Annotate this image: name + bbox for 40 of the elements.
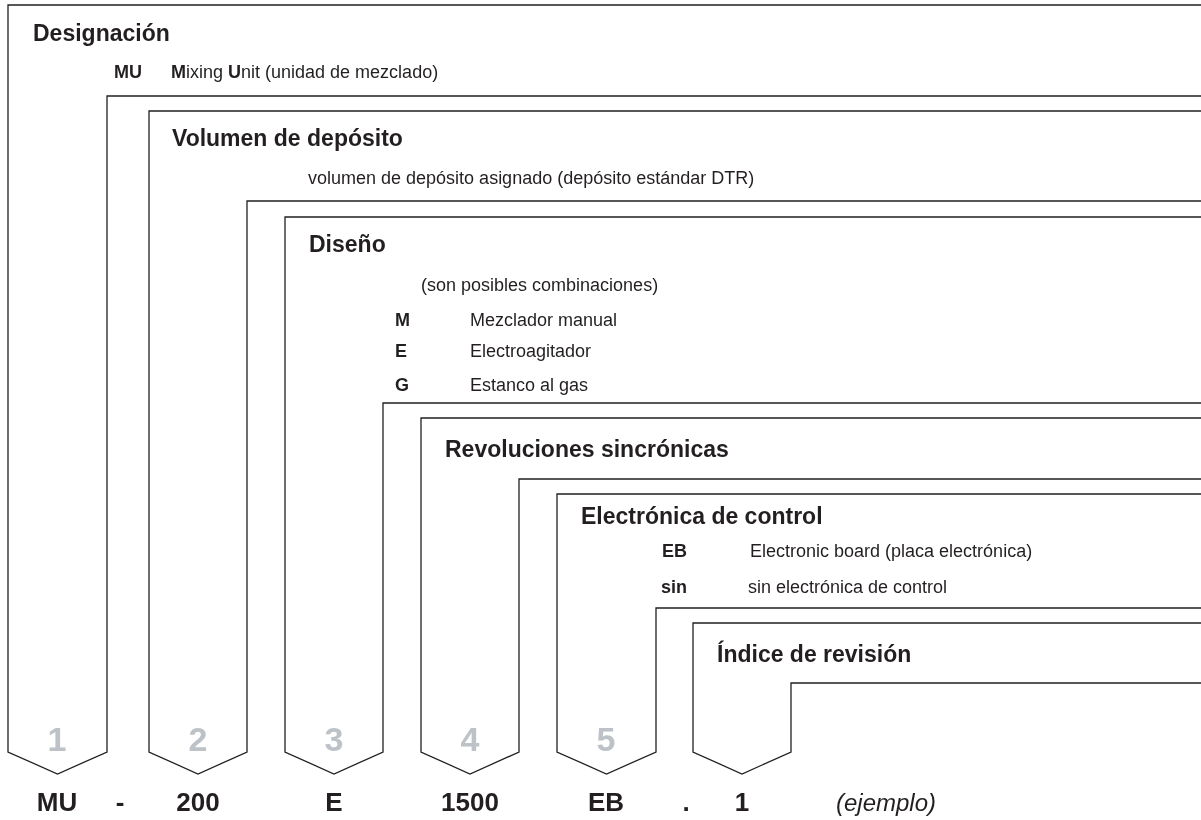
type-code-part: E [325,788,343,818]
position-number: 5 [596,720,616,760]
type-code-part: 1500 [441,788,499,818]
position-number: 1 [47,720,67,760]
description-text: (son posibles combinaciones) [421,274,659,296]
description-text: Mixing Unit (unidad de mezclado) [171,61,439,83]
type-code-part: EB [587,788,625,818]
section-heading: Electrónica de control [581,502,823,530]
description-text: Estanco al gas [470,374,589,396]
type-code-part: 1 [734,788,750,818]
bracket-frame [8,5,1201,775]
bracket-frame [557,494,1201,775]
type-code-part: 200 [176,788,220,818]
section-heading: Diseño [309,230,386,258]
position-number: 4 [460,720,480,760]
bracket-frame [421,418,1201,775]
section-heading: Designación [33,19,170,47]
description-text: Electronic board (placa electrónica) [750,540,1033,562]
code-letter: E [395,340,407,362]
section-heading: Volumen de depósito [172,124,403,152]
position-number: 2 [188,720,208,760]
code-letter: M [395,309,410,331]
type-code-part: - [115,788,125,818]
type-code-part: . [682,788,690,818]
bracket-frame [285,217,1201,775]
bracket-frame [693,623,1201,775]
code-letter: EB [662,540,687,562]
example-note: (ejemplo) [836,789,937,817]
description-text: sin electrónica de control [748,576,948,598]
section-heading: Revoluciones sincrónicas [445,435,729,463]
description-text: Electroagitador [470,340,592,362]
type-code-part: MU [36,788,78,818]
description-text: volumen de depósito asignado (depósito estándar DTR) [308,167,755,189]
code-letter: sin [661,576,687,598]
bracket-frame [149,111,1201,775]
section-heading: Índice de revisión [717,640,912,668]
code-letter: G [395,374,409,396]
position-number: 3 [324,720,344,760]
code-letter: MU [114,61,142,83]
description-text: Mezclador manual [470,309,618,331]
